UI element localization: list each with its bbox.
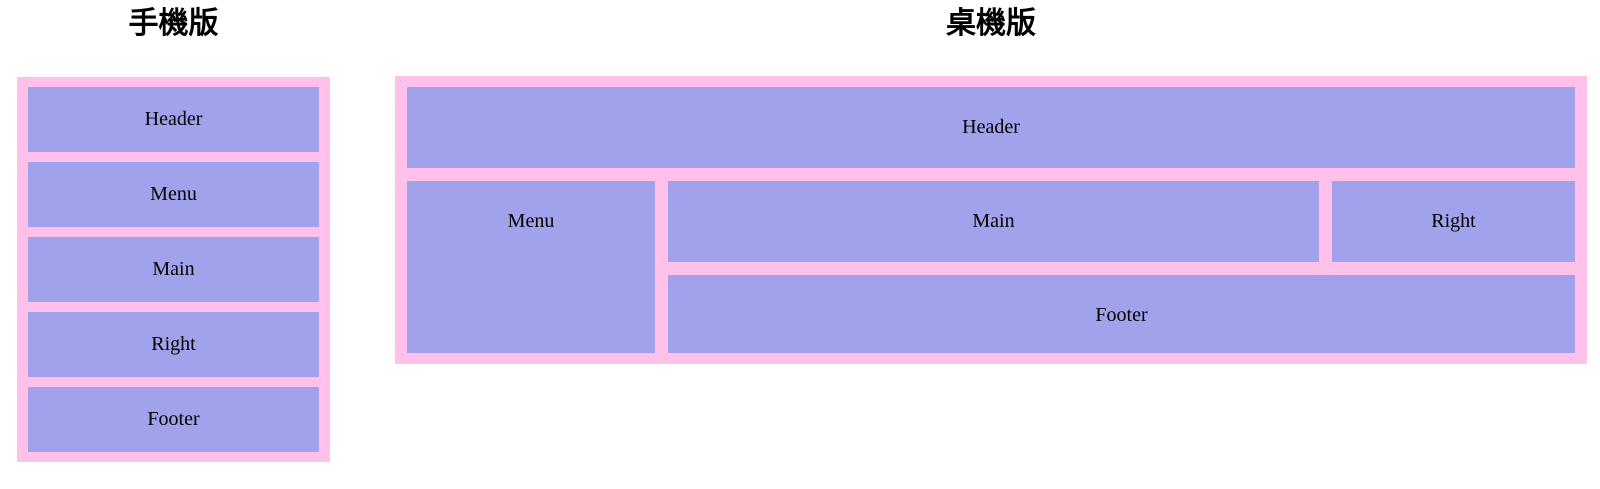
mobile-frame: Header Menu Main Right Footer [17,77,330,462]
mobile-box-menu: Menu [28,162,319,227]
desktop-frame: Header Menu Main Right Footer [395,76,1587,364]
desktop-panel: 桌機版 Header Menu Main Right Footer [395,0,1587,364]
mobile-box-header: Header [28,87,319,152]
desktop-box-right: Right [1332,181,1575,262]
desktop-box-main: Main [668,181,1319,262]
desktop-box-header: Header [407,87,1575,168]
desktop-box-menu: Menu [407,181,655,353]
mobile-panel: 手機版 Header Menu Main Right Footer [17,0,330,462]
mobile-box-main: Main [28,237,319,302]
mobile-box-footer: Footer [28,387,319,452]
mobile-box-right: Right [28,312,319,377]
desktop-box-footer: Footer [668,275,1575,353]
desktop-title: 桌機版 [946,7,1036,40]
mobile-title: 手機版 [128,7,219,40]
